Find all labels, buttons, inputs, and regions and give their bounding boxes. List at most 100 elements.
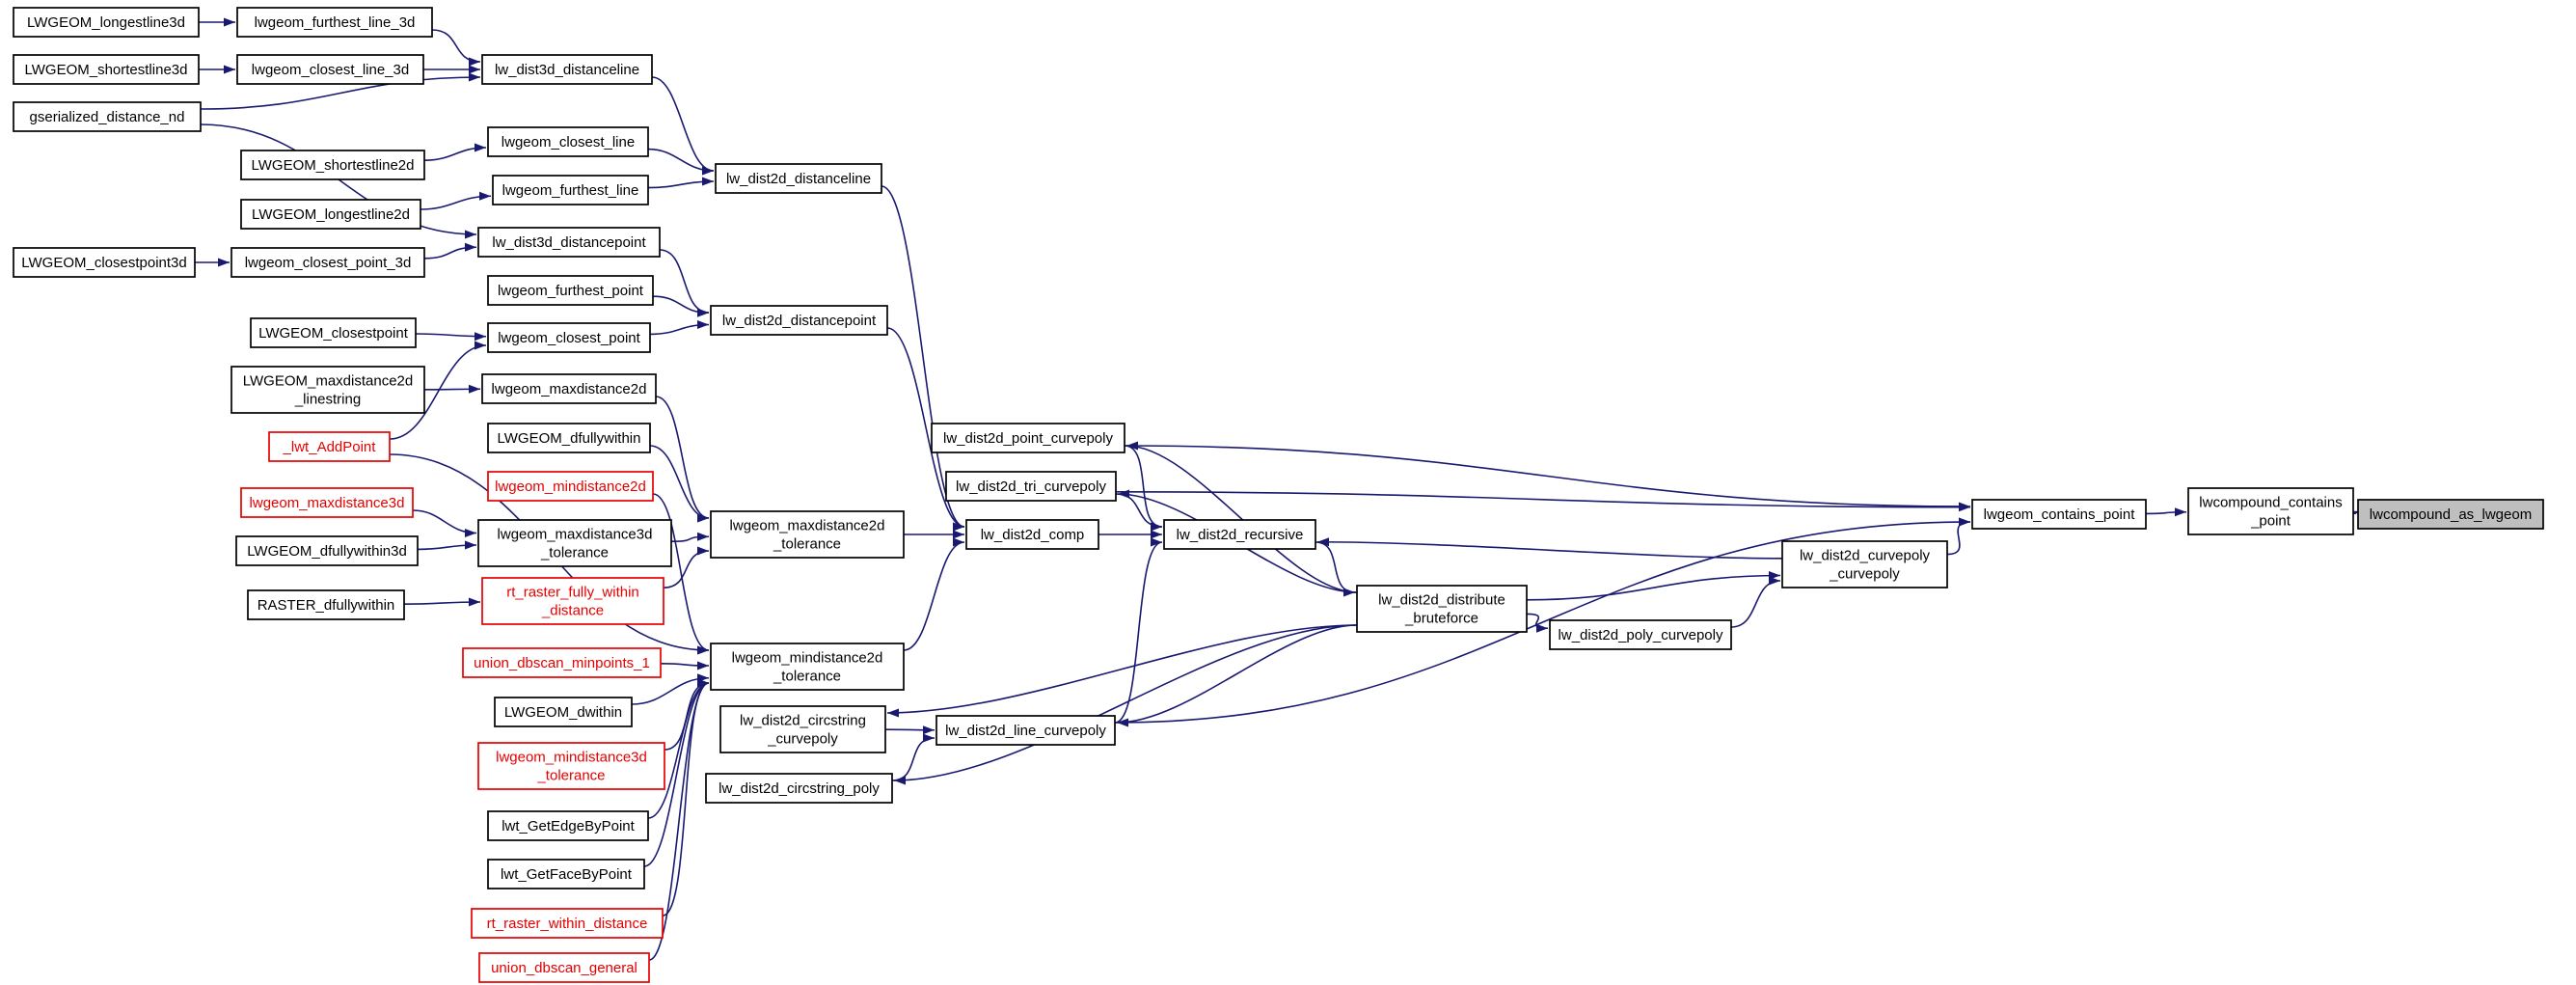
node-label: _linestring <box>294 392 361 408</box>
node-_lwt_AddPoint[interactable]: _lwt_AddPoint <box>268 431 391 462</box>
node-union_dbscan_general[interactable]: union_dbscan_general <box>478 952 650 983</box>
node-LWGEOM_longestline3d[interactable]: LWGEOM_longestline3d <box>13 7 200 38</box>
node-lw_dist2d_distanceline[interactable]: lw_dist2d_distanceline <box>715 163 882 194</box>
node-lw_dist3d_distanceline[interactable]: lw_dist3d_distanceline <box>481 54 653 85</box>
node-label: lwt_GetFaceByPoint <box>501 866 633 883</box>
node-lw_dist2d_distancepoint[interactable]: lw_dist2d_distancepoint <box>710 305 888 336</box>
node-LWGEOM_dwithin[interactable]: LWGEOM_dwithin <box>494 697 633 727</box>
node-box <box>487 859 645 889</box>
edge-lw_dist3d_distanceline-to-lw_dist2d_distanceline <box>651 76 715 176</box>
edge-LWGEOM_shortestline2d-to-lwgeom_closest_line <box>423 143 487 161</box>
node-lwgeom_closest_point[interactable]: lwgeom_closest_point <box>487 322 651 353</box>
node-RASTER_dfullywithin[interactable]: RASTER_dfullywithin <box>247 589 405 620</box>
node-box <box>710 510 905 559</box>
node-rt_raster_within_distance[interactable]: rt_raster_within_distance <box>471 908 664 939</box>
node-lwgeom_maxdistance2d[interactable]: lwgeom_maxdistance2d <box>481 373 657 404</box>
edge-lw_dist2d_distribute_bruteforce-to-lw_dist2d_line_curvepoly <box>1116 624 1358 727</box>
node-LWGEOM_longestline2d[interactable]: LWGEOM_longestline2d <box>240 199 421 230</box>
node-label: lw_dist3d_distanceline <box>495 62 639 78</box>
node-lwgeom_furthest_line_3d[interactable]: lwgeom_furthest_line_3d <box>236 7 433 38</box>
node-lwcompound_as_lwgeom[interactable]: lwcompound_as_lwgeom <box>2357 499 2544 530</box>
node-box <box>715 163 882 194</box>
node-lwgeom_maxdistance3d[interactable]: lwgeom_maxdistance3d <box>240 487 414 518</box>
node-lw_dist2d_comp[interactable]: lw_dist2d_comp <box>965 519 1099 550</box>
node-LWGEOM_dfullywithin3d[interactable]: LWGEOM_dfullywithin3d <box>235 535 419 566</box>
node-lwgeom_mindistance3d_tolerance[interactable]: lwgeom_mindistance3d_tolerance <box>477 742 665 790</box>
node-box <box>1163 519 1316 550</box>
node-lw_dist3d_distancepoint[interactable]: lw_dist3d_distancepoint <box>477 227 661 258</box>
node-lwgeom_mindistance2d_tolerance[interactable]: lwgeom_mindistance2d_tolerance <box>710 643 905 691</box>
edge-LWGEOM_dfullywithin-to-lwgeom_maxdistance2d_tolerance <box>649 445 710 523</box>
node-box <box>481 577 664 625</box>
node-lwgeom_furthest_line[interactable]: lwgeom_furthest_line <box>492 175 649 205</box>
node-LWGEOM_dfullywithin[interactable]: LWGEOM_dfullywithin <box>487 423 651 453</box>
edge-lwgeom_maxdistance2d-to-lwgeom_maxdistance2d_tolerance <box>655 396 710 523</box>
node-label: LWGEOM_maxdistance2d <box>243 373 413 390</box>
node-lwgeom_closest_line_3d[interactable]: lwgeom_closest_line_3d <box>236 54 424 85</box>
node-gserialized_distance_nd[interactable]: gserialized_distance_nd <box>13 101 202 132</box>
node-box <box>945 471 1117 502</box>
node-label: lwgeom_furthest_line <box>502 182 639 199</box>
node-box <box>705 773 893 804</box>
node-union_dbscan_minpoints_1[interactable]: union_dbscan_minpoints_1 <box>462 647 662 678</box>
edge-union_dbscan_minpoints_1-to-lwgeom_mindistance2d_tolerance <box>660 661 710 670</box>
node-rt_raster_fully_within_distance[interactable]: rt_raster_fully_within _distance <box>481 577 664 625</box>
node-LWGEOM_shortestline3d[interactable]: LWGEOM_shortestline3d <box>13 54 200 85</box>
node-box <box>2187 487 2354 535</box>
node-LWGEOM_closestpoint3d[interactable]: LWGEOM_closestpoint3d <box>13 247 196 278</box>
node-label: LWGEOM_dwithin <box>504 704 622 721</box>
node-lwgeom_closest_point_3d[interactable]: lwgeom_closest_point_3d <box>230 247 425 278</box>
node-lw_dist2d_poly_curvepoly[interactable]: lw_dist2d_poly_curvepoly <box>1549 619 1732 650</box>
edge-lwgeom_contains_point-to-lwcompound_contains_point <box>2145 507 2187 517</box>
node-lwgeom_maxdistance3d_tolerance[interactable]: lwgeom_maxdistance3d_tolerance <box>477 519 672 567</box>
node-lw_dist2d_recursive[interactable]: lw_dist2d_recursive <box>1163 519 1316 550</box>
edge-lw_dist2d_distribute_bruteforce-to-lw_dist2d_poly_curvepoly <box>1526 613 1549 633</box>
node-lwgeom_furthest_point[interactable]: lwgeom_furthest_point <box>487 275 654 306</box>
node-label: LWGEOM_shortestline3d <box>25 62 188 78</box>
node-lwgeom_contains_point[interactable]: lwgeom_contains_point <box>1971 499 2147 530</box>
node-lwgeom_closest_line[interactable]: lwgeom_closest_line <box>487 126 649 157</box>
node-box <box>710 305 888 336</box>
edge-lw_dist2d_line_curvepoly-to-lwgeom_contains_point <box>1114 517 1971 724</box>
node-label: lw_dist2d_line_curvepoly <box>945 723 1106 739</box>
node-label: _tolerance <box>540 545 609 561</box>
node-lwt_GetEdgeByPoint[interactable]: lwt_GetEdgeByPoint <box>487 810 649 841</box>
node-label: _distance <box>541 603 604 619</box>
node-lwt_GetFaceByPoint[interactable]: lwt_GetFaceByPoint <box>487 859 645 889</box>
node-label: _point <box>2250 513 2291 530</box>
node-LWGEOM_closestpoint[interactable]: LWGEOM_closestpoint <box>250 317 417 348</box>
node-label: rt_raster_fully_within <box>506 585 639 601</box>
node-lw_dist2d_tri_curvepoly[interactable]: lw_dist2d_tri_curvepoly <box>945 471 1117 502</box>
node-lw_dist2d_curvepoly_curvepoly[interactable]: lw_dist2d_curvepoly_curvepoly <box>1781 540 1948 588</box>
node-label: LWGEOM_dfullywithin <box>498 430 641 447</box>
node-label: RASTER_dfullywithin <box>258 597 395 614</box>
node-label: lwgeom_furthest_line_3d <box>255 14 416 31</box>
edge-LWGEOM_maxdistance2d_linestring-to-lwgeom_maxdistance2d <box>423 384 481 394</box>
node-box <box>13 247 196 278</box>
node-layer: LWGEOM_longestline3d lwgeom_furthest_line… <box>13 7 2544 983</box>
node-LWGEOM_maxdistance2d_linestring[interactable]: LWGEOM_maxdistance2d _linestring <box>230 366 425 414</box>
node-lw_dist2d_circstring_poly[interactable]: lw_dist2d_circstring_poly <box>705 773 893 804</box>
node-box <box>268 431 391 462</box>
node-lwgeom_mindistance2d[interactable]: lwgeom_mindistance2d <box>487 471 654 502</box>
edge-lw_dist2d_distribute_bruteforce-to-lw_dist2d_circstring_curvepoly <box>886 624 1358 718</box>
node-label: lw_dist2d_comp <box>981 527 1085 543</box>
edge-rt_raster_fully_within_distance-to-lwgeom_maxdistance2d_tolerance <box>663 546 710 588</box>
node-lw_dist2d_circstring_curvepoly[interactable]: lw_dist2d_circstring_curvepoly <box>719 705 886 753</box>
node-lw_dist2d_point_curvepoly[interactable]: lw_dist2d_point_curvepoly <box>931 423 1125 453</box>
node-box <box>250 317 417 348</box>
node-lw_dist2d_line_curvepoly[interactable]: lw_dist2d_line_curvepoly <box>935 715 1116 746</box>
node-lw_dist2d_distribute_bruteforce[interactable]: lw_dist2d_distribute_bruteforce <box>1356 585 1528 633</box>
edge-lwgeom_closest_line-to-lw_dist2d_distanceline <box>647 148 715 176</box>
node-box <box>230 366 425 414</box>
node-box <box>13 54 200 85</box>
node-label: lw_dist2d_distribute <box>1378 592 1505 609</box>
node-box <box>240 199 421 230</box>
node-label: LWGEOM_closestpoint <box>258 325 409 342</box>
node-LWGEOM_shortestline2d[interactable]: LWGEOM_shortestline2d <box>240 150 425 180</box>
node-lwcompound_contains_point[interactable]: lwcompound_contains_point <box>2187 487 2354 535</box>
node-lwgeom_maxdistance2d_tolerance[interactable]: lwgeom_maxdistance2d_tolerance <box>710 510 905 559</box>
edge-lw_dist2d_distribute_bruteforce-to-lw_dist2d_circstring_poly <box>893 624 1358 785</box>
